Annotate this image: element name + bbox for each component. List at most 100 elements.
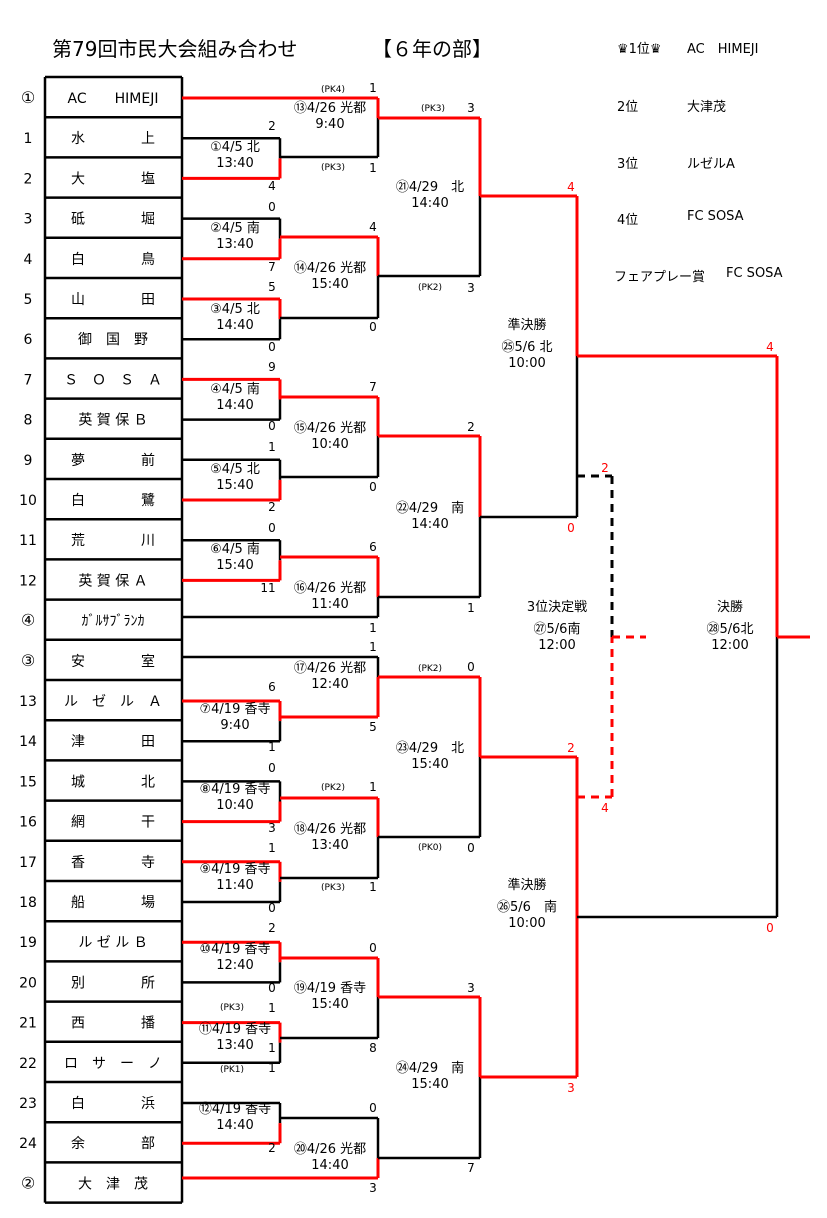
score-label: 0: [268, 761, 276, 775]
match-number: ㉕5/6 北: [501, 340, 552, 355]
score-label: 4: [601, 801, 609, 815]
team-seed: ④: [21, 611, 35, 630]
score-label: 8: [369, 1041, 377, 1055]
score-label: 3: [567, 1081, 575, 1095]
score-label: 0: [369, 1101, 377, 1115]
score-label: 4: [268, 179, 276, 193]
score-label: 0: [369, 480, 377, 494]
result-fourth-label: 4位: [617, 213, 639, 228]
team-name: 白 浜: [71, 1096, 155, 1112]
score-label: 1: [369, 640, 377, 654]
score-label: 0: [766, 921, 774, 935]
match-number: ③4/5 北: [210, 302, 260, 317]
match-time: 9:40: [315, 117, 344, 132]
match-number: ⑧4/19 香寺: [200, 782, 271, 797]
match-number: ⑳4/26 光都: [294, 1142, 366, 1157]
match-number: ㉔4/29 南: [396, 1060, 464, 1076]
team-name: 別 所: [71, 975, 155, 991]
team-name: 荒 川: [71, 533, 155, 549]
team-name: 船 場: [71, 895, 155, 911]
score-label: 1: [369, 161, 377, 175]
team-name: AC HIMEJI: [68, 91, 159, 107]
team-name: 網 干: [71, 815, 155, 831]
match-time: 15:40: [216, 558, 253, 573]
score-label: 4: [766, 340, 774, 354]
team-seed: 13: [19, 694, 37, 710]
result-fourth-team: FC SOSA: [687, 209, 744, 224]
match-number: ㉒4/29 南: [396, 500, 464, 516]
match-number: ⑱4/26 光都: [294, 822, 366, 837]
score-label: 5: [268, 280, 276, 294]
score-label: 2: [467, 420, 475, 434]
team-name: 砥 堀: [71, 212, 155, 228]
score-label: 11: [260, 581, 275, 595]
score-label: 1: [467, 601, 475, 615]
score-label: (PK2): [418, 283, 442, 293]
team-seed: 17: [19, 855, 37, 871]
result-fairplay-team: FC SOSA: [726, 266, 783, 281]
team-seed: 23: [19, 1096, 37, 1112]
score-label: 2: [268, 119, 276, 133]
score-label: 1: [369, 880, 377, 894]
score-label: 2: [567, 741, 575, 755]
score-label: 0: [369, 320, 377, 334]
match-number: ⑦4/19 香寺: [200, 702, 271, 717]
team-seed: ①: [21, 88, 35, 107]
match-number: ④4/5 南: [210, 381, 260, 397]
score-label: 7: [467, 1161, 475, 1175]
match-time: 15:40: [311, 997, 348, 1012]
match-time: 10:40: [311, 437, 348, 452]
match-time: 12:00: [538, 638, 575, 653]
result-second-team: 大津茂: [687, 100, 727, 115]
team-seed: 22: [19, 1056, 37, 1072]
team-name: ｶﾞﾙｻﾌﾞﾗﾝｶ: [82, 614, 145, 630]
result-fairplay-label: フェアプレー賞: [614, 270, 706, 285]
division-title: 【６年の部】: [372, 37, 492, 61]
score-label: (PK1): [220, 1065, 244, 1075]
score-label: 0: [268, 901, 276, 915]
score-label: 7: [268, 260, 276, 274]
match-time: 10:00: [508, 356, 545, 371]
team-seed: 12: [19, 573, 37, 589]
score-label: 1: [268, 1061, 276, 1075]
team-name: Ｓ Ｏ Ｓ Ａ: [64, 372, 162, 388]
score-label: (PK3): [321, 163, 345, 173]
match-number: ㉑4/29 北: [396, 180, 464, 195]
score-label: (PK3): [321, 883, 345, 893]
match-number: ⑤4/5 北: [210, 462, 260, 477]
team-seed: 24: [19, 1136, 37, 1152]
match-time: 12:00: [711, 638, 748, 653]
team-seed: 15: [19, 774, 37, 790]
team-name: 英 賀 保 Ａ: [78, 572, 147, 589]
team-name: 城 北: [71, 774, 155, 790]
team-name: 津 田: [71, 734, 155, 750]
match-title: 準決勝: [507, 877, 546, 893]
score-label: (PK0): [418, 843, 442, 853]
match-time: 14:40: [216, 398, 253, 413]
match-time: 13:40: [311, 838, 348, 853]
score-label: 1: [369, 621, 377, 635]
team-seed: 14: [19, 734, 37, 750]
match-time: 13:40: [216, 237, 253, 252]
score-label: (PK3): [220, 1003, 244, 1013]
score-label: 0: [268, 419, 276, 433]
result-first-team: AC HIMEJI: [687, 42, 759, 57]
match-time: 9:40: [220, 718, 249, 733]
score-label: 0: [467, 841, 475, 855]
team-name: 大 塩: [71, 171, 155, 187]
team-seed: 16: [19, 815, 37, 831]
match-time: 14:40: [311, 1158, 348, 1173]
score-label: 2: [268, 500, 276, 514]
score-label: 6: [369, 540, 377, 554]
match-title: 決勝: [717, 600, 743, 615]
score-label: 0: [567, 521, 575, 535]
match-time: 15:40: [411, 757, 448, 772]
match-number: ⑯4/26 光都: [294, 581, 366, 596]
team-seed: 10: [19, 493, 37, 509]
team-seed: 11: [19, 533, 37, 549]
team-seed: ③: [21, 651, 35, 670]
match-time: 12:40: [311, 677, 348, 692]
match-title: 3位決定戦: [527, 600, 587, 615]
